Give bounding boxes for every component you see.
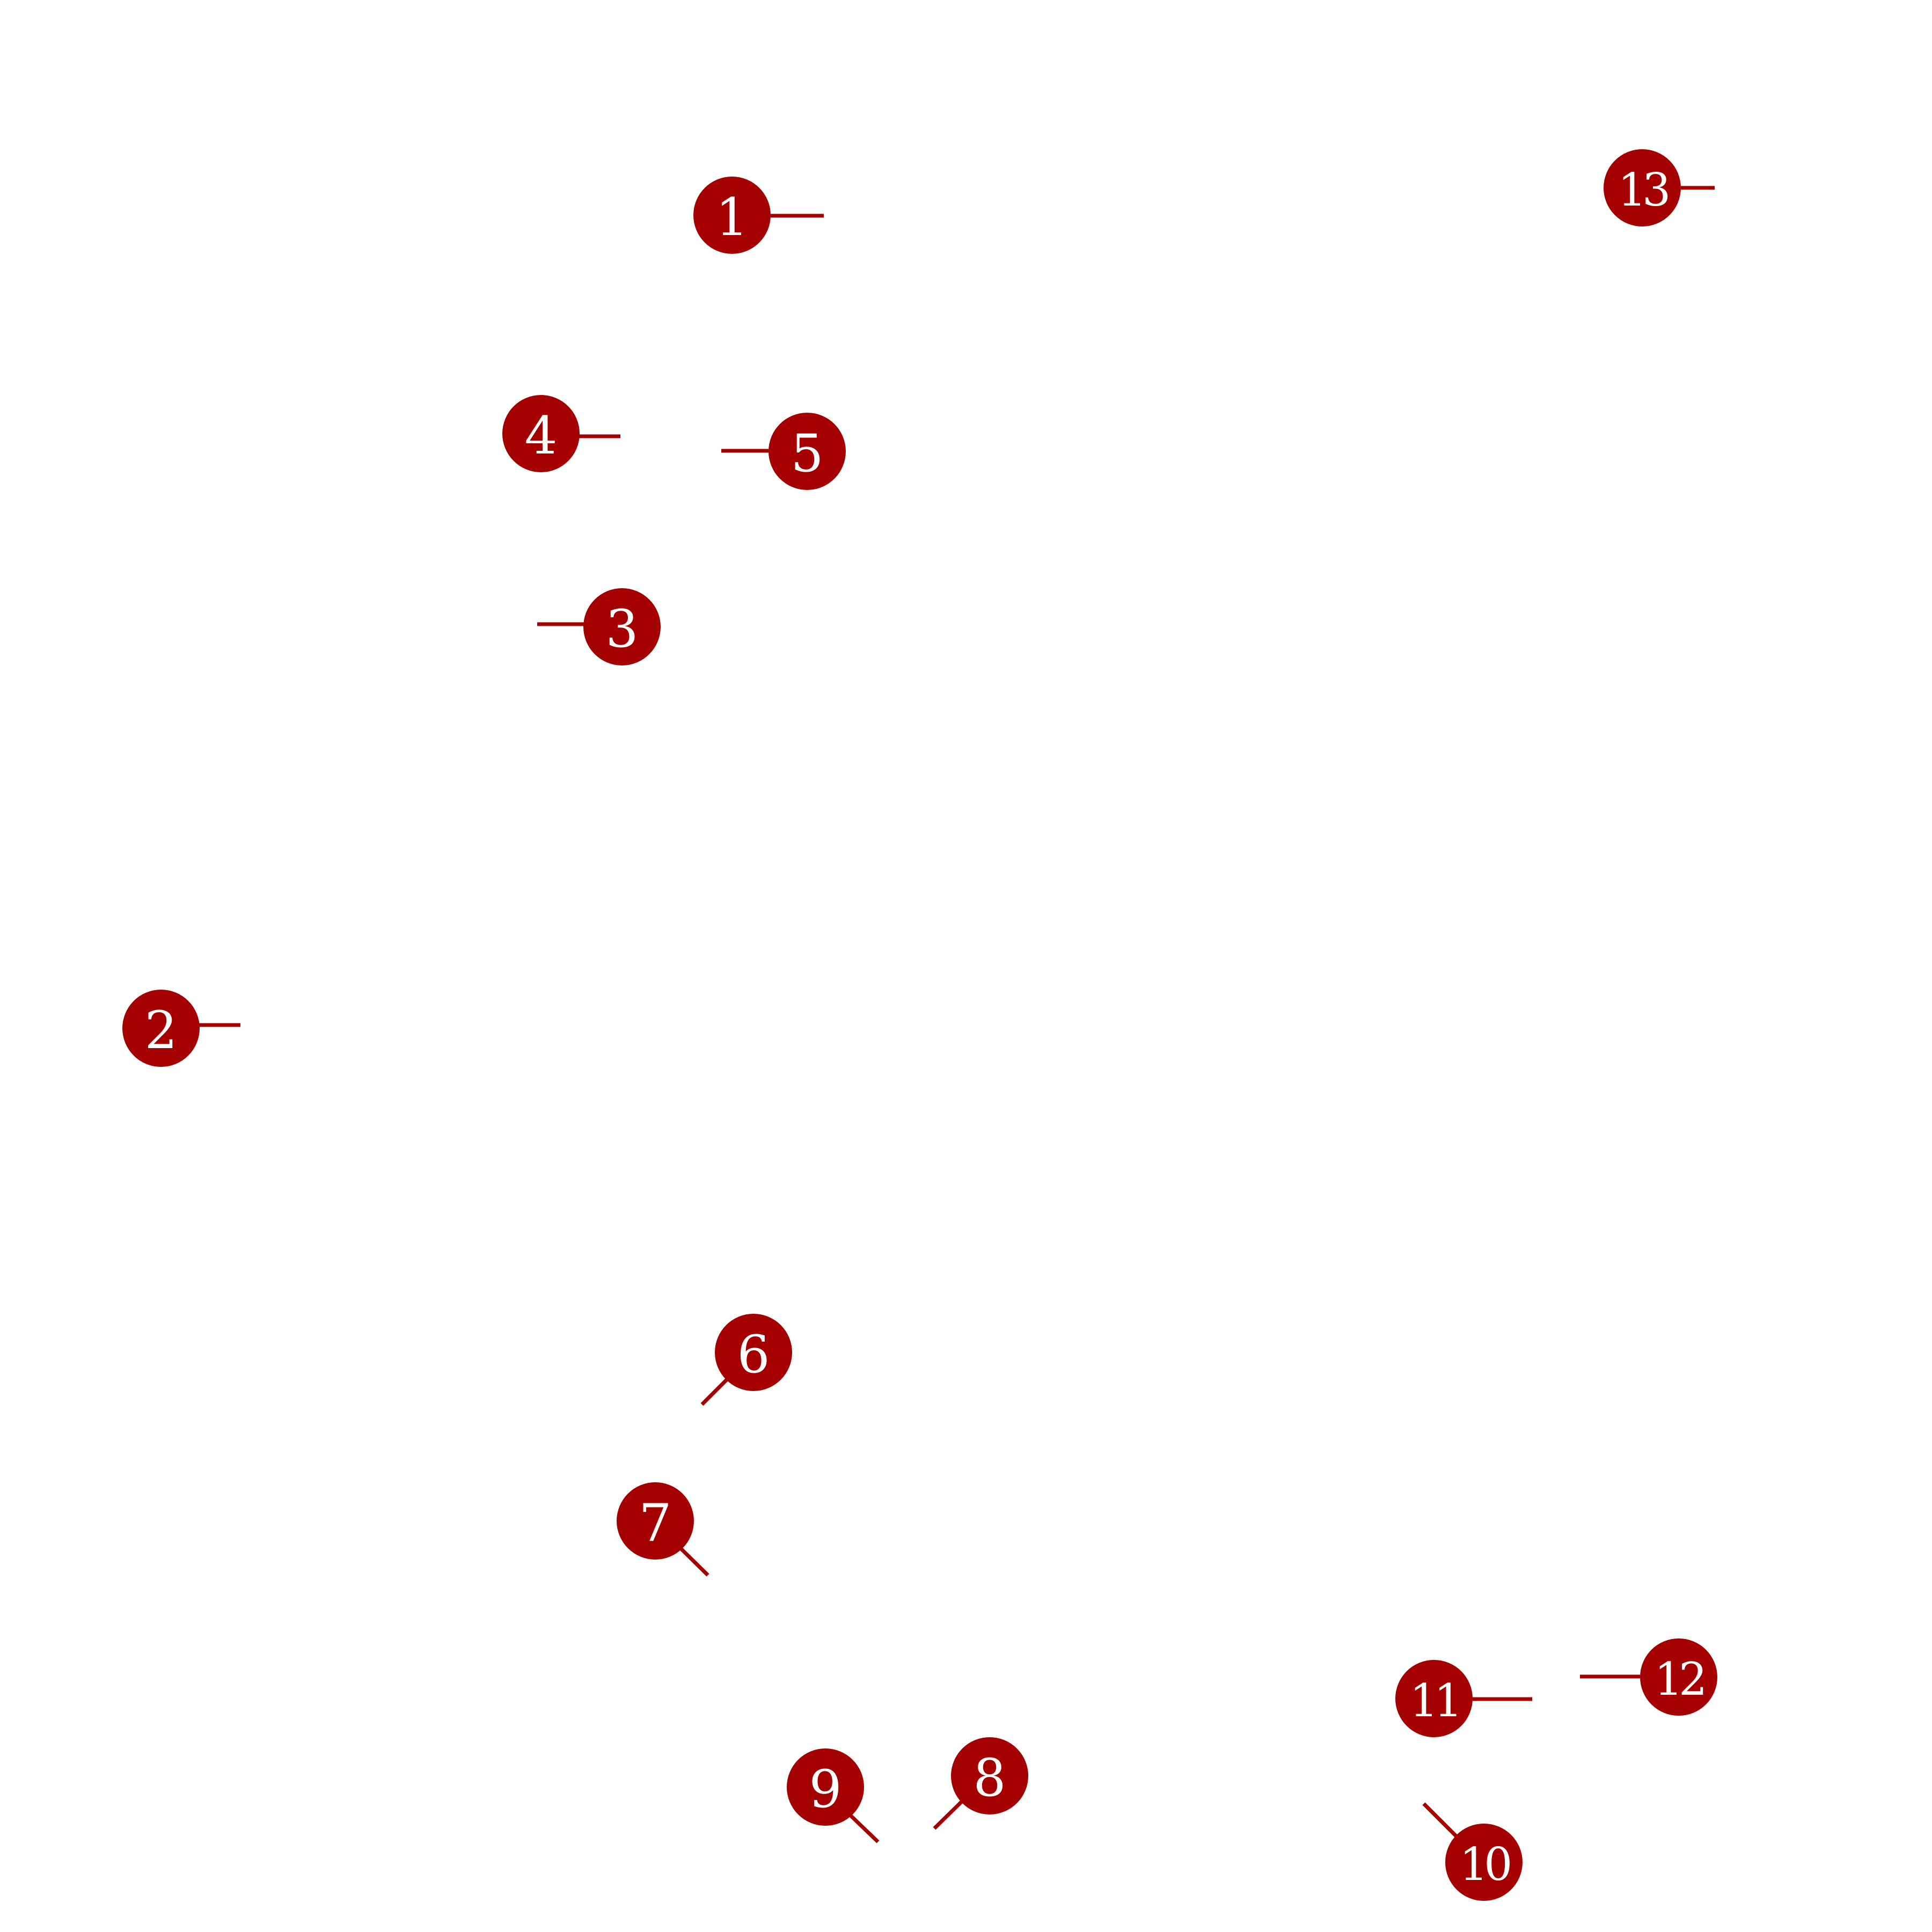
marker-7: 7 bbox=[617, 1482, 709, 1577]
marker-3: 3 bbox=[537, 588, 661, 665]
marker-2: 2 bbox=[122, 990, 240, 1067]
marker-9: 9 bbox=[787, 1748, 880, 1843]
marker-8: 8 bbox=[933, 1737, 1028, 1830]
marker-1-label: 1 bbox=[715, 187, 748, 247]
marker-6: 6 bbox=[700, 1314, 792, 1406]
marker-5-circle bbox=[769, 413, 846, 490]
marker-3-circle bbox=[583, 588, 661, 665]
marker-10-label: 10 bbox=[1460, 1838, 1510, 1891]
marker-4-circle bbox=[502, 395, 580, 472]
marker-7-label: 7 bbox=[639, 1493, 671, 1553]
marker-13-circle bbox=[1604, 149, 1681, 226]
marker-6-circle bbox=[715, 1314, 792, 1391]
marker-1: 1 bbox=[693, 177, 824, 254]
marker-1-circle bbox=[693, 177, 771, 254]
marker-8-leader-line bbox=[933, 1800, 963, 1830]
marker-2-circle bbox=[122, 990, 200, 1067]
marker-9-label: 9 bbox=[809, 1759, 841, 1819]
marker-12: 12 bbox=[1580, 1638, 1717, 1716]
marker-7-circle bbox=[617, 1482, 694, 1560]
marker-10: 10 bbox=[1422, 1802, 1523, 1901]
marker-2-label: 2 bbox=[144, 1000, 177, 1060]
marker-12-circle bbox=[1640, 1638, 1717, 1716]
marker-9-leader-line bbox=[848, 1813, 880, 1843]
marker-4-label: 4 bbox=[524, 406, 557, 466]
marker-10-circle bbox=[1445, 1824, 1523, 1901]
marker-6-leader-line bbox=[700, 1377, 730, 1406]
marker-6-label: 6 bbox=[737, 1324, 770, 1385]
marker-4: 4 bbox=[502, 395, 620, 472]
marker-5: 5 bbox=[721, 413, 846, 490]
marker-11: 11 bbox=[1395, 1660, 1532, 1737]
marker-5-label: 5 bbox=[791, 423, 823, 484]
marker-8-circle bbox=[951, 1737, 1028, 1814]
marker-7-leader-line bbox=[677, 1545, 709, 1577]
marker-3-label: 3 bbox=[605, 599, 638, 659]
marker-10-leader-line bbox=[1422, 1802, 1459, 1839]
marker-11-circle bbox=[1395, 1660, 1473, 1737]
marker-12-label: 12 bbox=[1655, 1653, 1703, 1706]
marker-13-label: 13 bbox=[1618, 164, 1668, 216]
marker-13: 13 bbox=[1604, 149, 1715, 226]
marker-9-circle bbox=[787, 1748, 864, 1826]
marker-11-label: 11 bbox=[1410, 1674, 1459, 1727]
marker-8-label: 8 bbox=[973, 1748, 1006, 1808]
